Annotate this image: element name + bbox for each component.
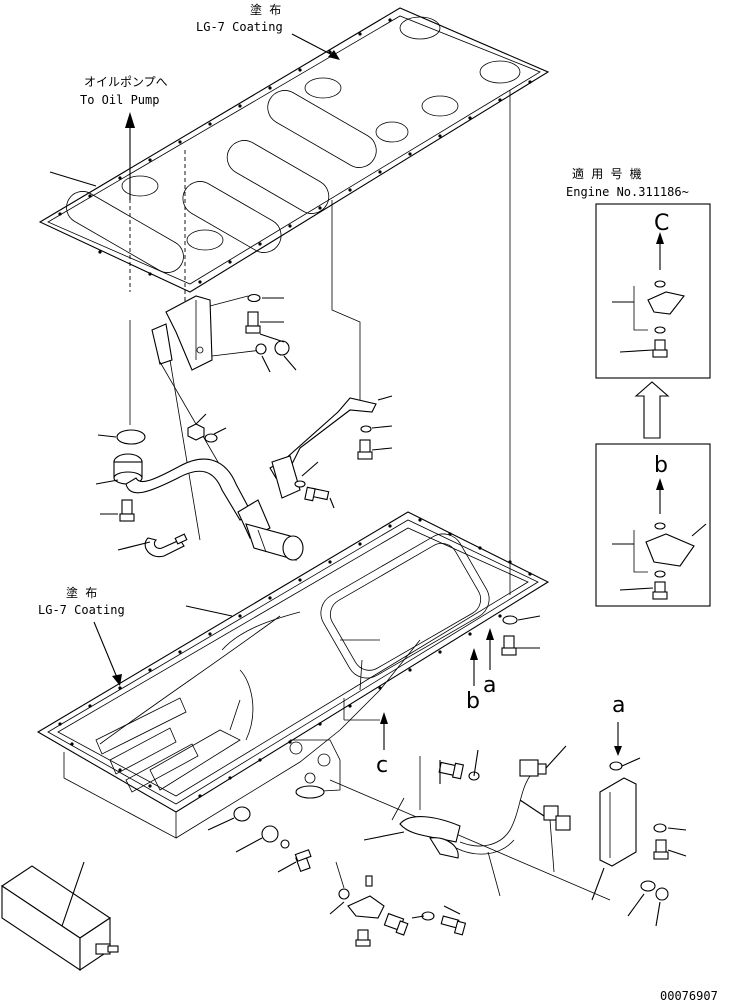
oil-pump-arrowhead bbox=[125, 112, 135, 128]
pan-washer-bolt bbox=[501, 615, 541, 656]
mid-coating-jp: 塗 布 bbox=[66, 585, 97, 600]
top-coating-jp: 塗 布 bbox=[250, 2, 281, 17]
mid-coating-leader bbox=[93, 621, 119, 681]
bracket-a-label: a bbox=[612, 693, 625, 718]
arrow-a-head bbox=[486, 628, 494, 640]
washer-bolt-set-1 bbox=[245, 293, 297, 373]
inset-transition-arrow bbox=[634, 381, 670, 439]
oil-pump-en: To Oil Pump bbox=[80, 93, 159, 107]
sump-opening bbox=[320, 533, 490, 679]
inset-b-arrowhead bbox=[656, 478, 664, 490]
level-gauge-tube bbox=[1, 861, 119, 972]
top-coating-leader bbox=[291, 33, 339, 59]
nut-washer-pair bbox=[187, 413, 227, 443]
inset-c-label: C bbox=[654, 211, 669, 236]
arrow-b-head bbox=[470, 648, 478, 660]
arrow-a-label: a bbox=[483, 673, 496, 698]
strainer-bracket bbox=[151, 295, 263, 371]
lower-fittings bbox=[207, 806, 467, 947]
drawing-number: 00076907 bbox=[660, 989, 718, 1003]
suction-pipe bbox=[113, 453, 304, 561]
top-coating-en: LG-7 Coating bbox=[196, 20, 283, 34]
arrow-c-label: c bbox=[376, 753, 388, 778]
sensor-harness bbox=[329, 745, 611, 901]
engine-number: Engine No.311186~ bbox=[566, 185, 689, 199]
pipe-bolts bbox=[95, 479, 188, 558]
mid-coating-arrowhead bbox=[112, 674, 122, 686]
inset-c-arrowhead bbox=[656, 232, 664, 244]
inset-c-box bbox=[595, 203, 711, 379]
oil-pan bbox=[36, 511, 550, 839]
support-rod-2 bbox=[169, 359, 201, 541]
mid-coating-en: LG-7 Coating bbox=[38, 603, 125, 617]
inset-b: b bbox=[595, 443, 711, 607]
arrow-c-head bbox=[380, 712, 388, 724]
oil-pump-jp: オイルポンプへ bbox=[84, 75, 168, 89]
harness-bracket: a bbox=[591, 693, 687, 927]
applicable-jp: 適 用 号 機 bbox=[572, 166, 642, 181]
inset-engine-no: 適 用 号 機 Engine No.311186~ C bbox=[566, 166, 711, 379]
upper-gasket bbox=[38, 7, 550, 293]
inset-b-label: b bbox=[654, 453, 668, 478]
arrow-b-label: b bbox=[466, 689, 480, 714]
pipe-clamp-bracket bbox=[269, 395, 393, 509]
top-coating-arrowhead bbox=[328, 50, 340, 60]
inset-b-box bbox=[595, 443, 711, 607]
o-ring bbox=[116, 429, 146, 445]
